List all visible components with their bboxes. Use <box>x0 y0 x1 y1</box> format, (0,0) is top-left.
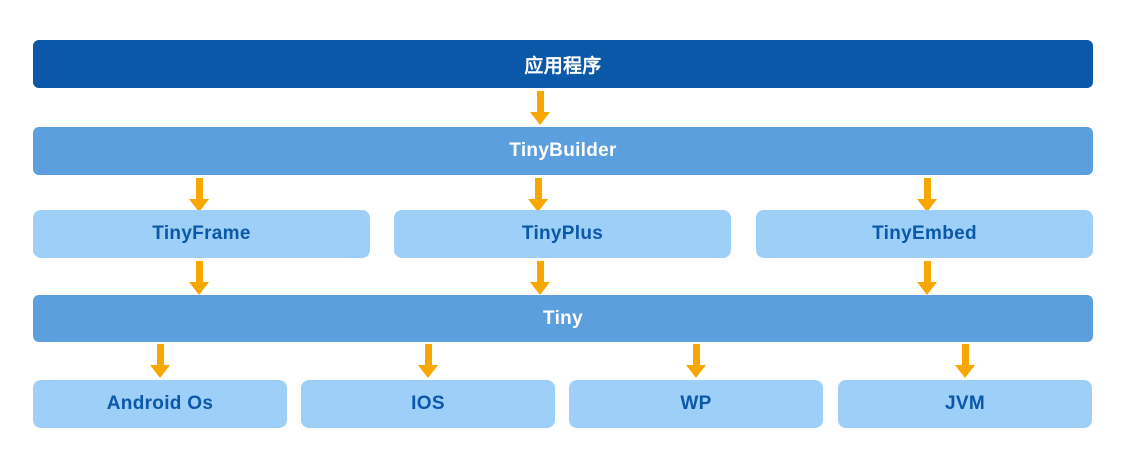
component-box-tinyembed: TinyEmbed <box>756 210 1093 258</box>
arrow-stem <box>195 261 203 283</box>
component-label: TinyFrame <box>152 223 251 244</box>
arrow-stem <box>692 344 700 366</box>
platform-box-jvm: JVM <box>838 380 1092 428</box>
arrow-head <box>917 282 937 295</box>
arrow-down-icon <box>917 178 937 212</box>
arrow-head <box>150 365 170 378</box>
arrow-stem <box>424 344 432 366</box>
platform-label: Android Os <box>106 393 214 414</box>
arrow-head <box>528 199 548 212</box>
platform-box-wp: WP <box>569 380 823 428</box>
arrow-down-icon <box>189 261 209 295</box>
arrow-down-icon <box>686 344 706 378</box>
arrow-stem <box>536 91 544 113</box>
platform-box-ios: IOS <box>301 380 555 428</box>
platform-box-android: Android Os <box>33 380 287 428</box>
arrow-head <box>530 282 550 295</box>
arrow-stem <box>536 261 544 283</box>
arrow-stem <box>195 178 203 200</box>
arrow-head <box>955 365 975 378</box>
arrow-stem <box>923 178 931 200</box>
arrow-stem <box>923 261 931 283</box>
tiny-layer-bar: Tiny <box>33 295 1093 342</box>
arrow-down-icon <box>418 344 438 378</box>
platform-label: IOS <box>411 393 445 414</box>
arrow-head <box>530 112 550 125</box>
arrow-down-icon <box>955 344 975 378</box>
application-layer-bar: 应用程序 <box>33 40 1093 88</box>
component-box-tinyplus: TinyPlus <box>394 210 731 258</box>
arrow-head <box>686 365 706 378</box>
arrow-stem <box>961 344 969 366</box>
component-label: TinyEmbed <box>872 223 977 244</box>
arrow-stem <box>156 344 164 366</box>
platform-label: JVM <box>945 393 985 414</box>
arrow-head <box>917 199 937 212</box>
arrow-down-icon <box>530 91 550 125</box>
arrow-stem <box>534 178 542 200</box>
arrow-down-icon <box>917 261 937 295</box>
arrow-head <box>189 199 209 212</box>
component-label: TinyPlus <box>521 223 604 244</box>
arrow-down-icon <box>150 344 170 378</box>
tiny-layer-label: Tiny <box>543 307 583 329</box>
arrow-down-icon <box>530 261 550 295</box>
arrow-head <box>418 365 438 378</box>
component-box-tinyframe: TinyFrame <box>33 210 370 258</box>
arrow-down-icon <box>189 178 209 212</box>
arrow-head <box>189 282 209 295</box>
tinybuilder-layer-label: TinyBuilder <box>509 140 617 161</box>
application-layer-label: 应用程序 <box>524 55 602 77</box>
platform-label: WP <box>680 393 712 414</box>
tinybuilder-layer-bar: TinyBuilder <box>33 127 1093 175</box>
arrow-down-icon <box>528 178 548 212</box>
